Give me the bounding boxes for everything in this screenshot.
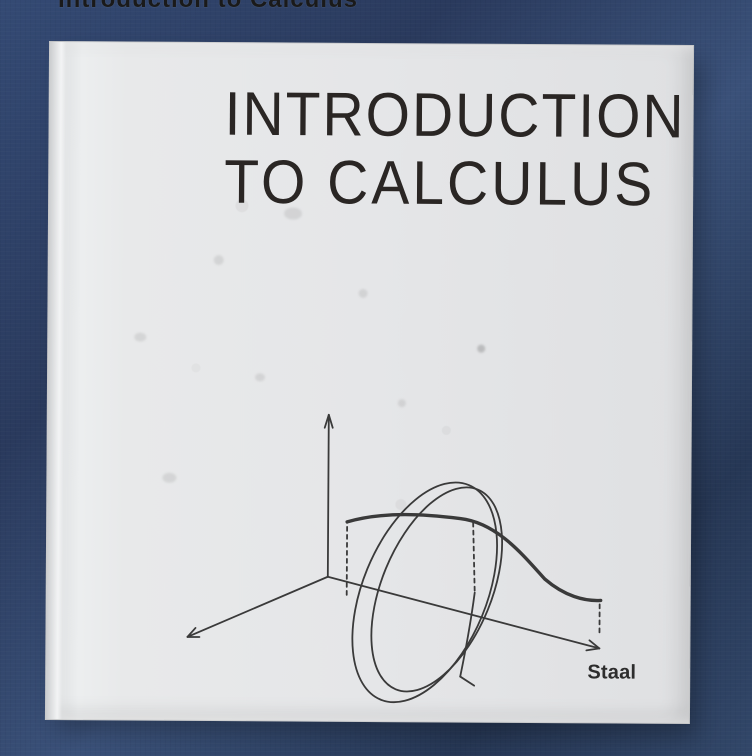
inner-ring-ellipse: [370, 486, 504, 693]
calculus-diagram: [186, 413, 603, 704]
vertical-axis-arrow-icon: [323, 413, 334, 429]
cover-speck: [134, 332, 147, 342]
book-title-line-2: TO CALCULUS: [224, 147, 656, 220]
left-axis-arrow-icon: [186, 627, 201, 638]
cover-speck: [477, 344, 486, 353]
center-dashed-guide: [472, 521, 476, 594]
vertical-axis-line: [326, 413, 330, 578]
outer-ring-ellipse: [351, 481, 498, 704]
book-title-line-1: INTRODUCTION: [224, 79, 686, 152]
cover-speck: [255, 373, 266, 382]
book-cover: INTRODUCTION TO CALCULUS Staal: [44, 41, 695, 724]
ring-inner-stroke: [459, 591, 476, 678]
book-title: INTRODUCTION TO CALCULUS: [224, 79, 686, 220]
book-spine-edge: [45, 42, 67, 720]
cover-speck: [162, 472, 177, 483]
ring-bottom-stroke: [459, 675, 476, 687]
book-author: Staal: [587, 661, 637, 684]
right-axis-arrow-icon: [585, 639, 601, 652]
right-axis-line: [326, 575, 601, 650]
cover-speck: [358, 288, 368, 298]
cropped-top-caption: Introduction to Calculus: [58, 0, 488, 12]
cover-speck: [213, 255, 224, 266]
left-axis-line: [186, 575, 329, 638]
